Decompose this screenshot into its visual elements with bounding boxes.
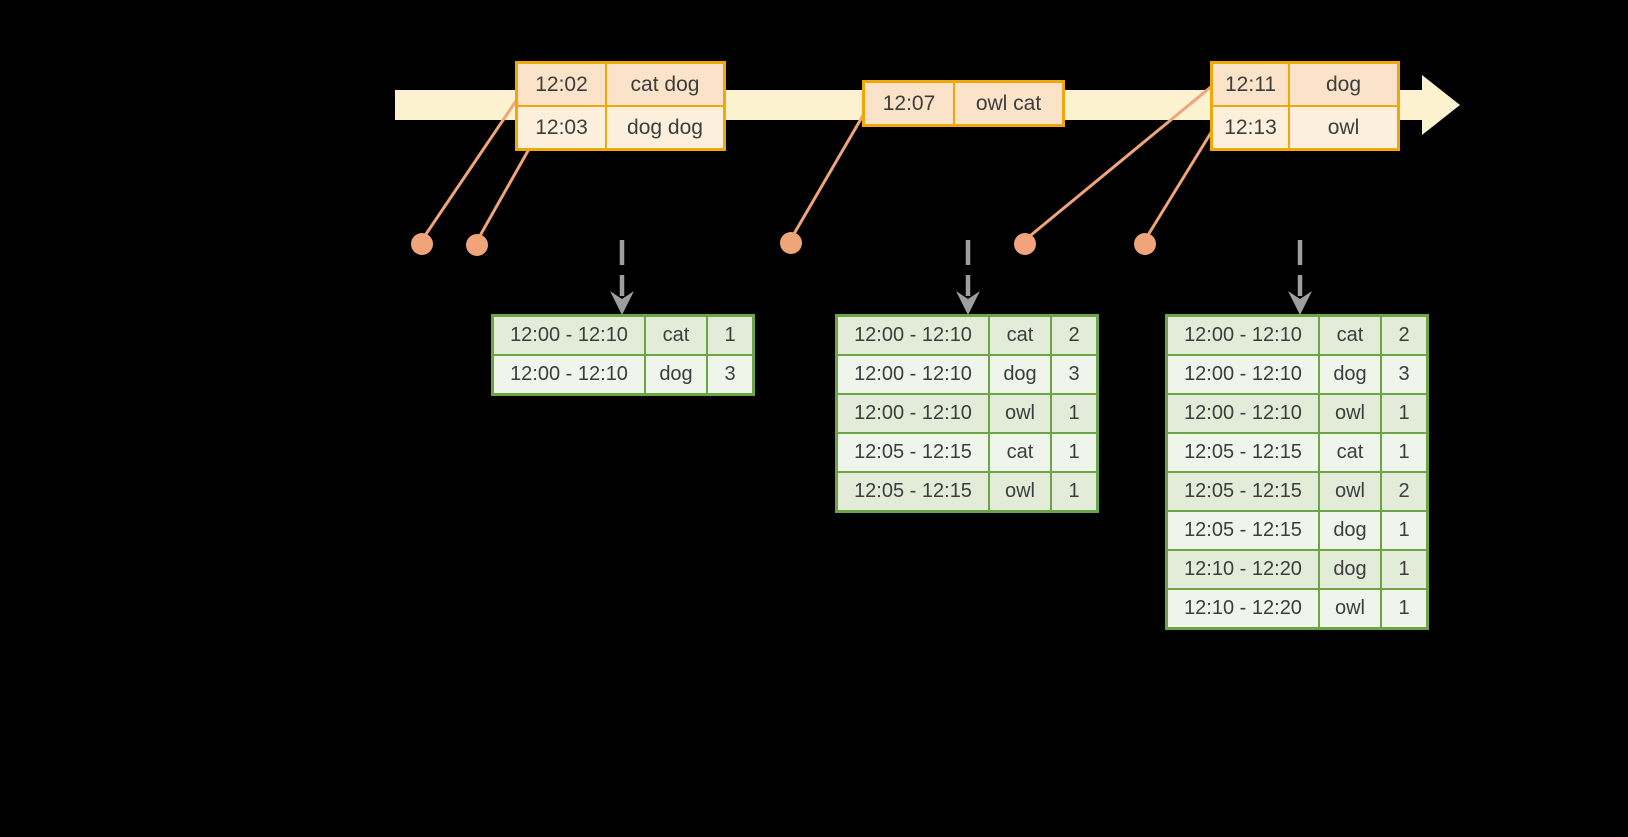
event-row: 12:07 owl cat [865,83,1062,124]
result-table-row: 12:05 - 12:15 cat 1 [838,434,1096,471]
word-cell: owl [990,473,1050,510]
result-table-row: 12:00 - 12:10 owl 1 [1168,395,1426,432]
word-cell: cat [990,317,1050,354]
event-connector-lines [420,84,1214,242]
count-cell: 1 [1052,473,1096,510]
event-time-cell: 12:03 [518,107,605,148]
trigger-arrowhead-icon [610,291,634,315]
event-connector-line [789,111,867,240]
event-time-cell: 12:02 [518,64,605,105]
event-time-cell: 12:07 [865,83,953,124]
count-cell: 3 [1382,356,1426,393]
event-box: 12:07 owl cat [862,80,1065,127]
timeline-arrowhead-icon [1422,75,1460,135]
count-cell: 1 [1382,395,1426,432]
event-dot [1014,233,1036,255]
window-cell: 12:10 - 12:20 [1168,551,1318,588]
count-cell: 2 [1052,317,1096,354]
window-cell: 12:00 - 12:10 [1168,395,1318,432]
window-cell: 12:05 - 12:15 [838,434,988,471]
result-table-row: 12:00 - 12:10 dog 3 [494,356,752,393]
event-words-cell: owl [1290,107,1397,148]
word-cell: owl [990,395,1050,432]
trigger-arrowhead-icon [956,291,980,315]
result-table-row: 12:05 - 12:15 owl 2 [1168,473,1426,510]
event-words-cell: cat dog [607,64,723,105]
window-cell: 12:00 - 12:10 [1168,317,1318,354]
result-table-row: 12:10 - 12:20 owl 1 [1168,590,1426,627]
event-words-cell: dog [1290,64,1397,105]
count-cell: 3 [708,356,752,393]
result-table-row: 12:05 - 12:15 cat 1 [1168,434,1426,471]
word-cell: owl [1320,473,1380,510]
event-row: 12:11 dog [1213,64,1397,105]
window-cell: 12:05 - 12:15 [838,473,988,510]
window-cell: 12:00 - 12:10 [1168,356,1318,393]
window-cell: 12:00 - 12:10 [838,395,988,432]
count-cell: 1 [1052,434,1096,471]
event-row: 12:13 owl [1213,107,1397,148]
trigger-arrowhead-icon [1288,291,1312,315]
event-time-cell: 12:11 [1213,64,1288,105]
count-cell: 1 [1382,434,1426,471]
event-words-cell: owl cat [955,83,1062,124]
word-cell: cat [1320,434,1380,471]
event-row: 12:02 cat dog [518,64,723,105]
count-cell: 2 [1382,317,1426,354]
result-table-row: 12:00 - 12:10 cat 2 [1168,317,1426,354]
result-table-row: 12:00 - 12:10 dog 3 [838,356,1096,393]
event-box: 12:11 dog 12:13 owl [1210,61,1400,151]
count-cell: 1 [1382,590,1426,627]
result-table-row: 12:00 - 12:10 cat 2 [838,317,1096,354]
word-cell: dog [1320,512,1380,549]
result-table: 12:00 - 12:10 cat 1 12:00 - 12:10 dog 3 [491,314,755,396]
window-cell: 12:05 - 12:15 [1168,473,1318,510]
result-table-row: 12:00 - 12:10 dog 3 [1168,356,1426,393]
window-cell: 12:00 - 12:10 [494,356,644,393]
result-table-row: 12:00 - 12:10 owl 1 [838,395,1096,432]
count-cell: 2 [1382,473,1426,510]
result-table-row: 12:05 - 12:15 owl 1 [838,473,1096,510]
event-dot [411,233,433,255]
event-dot [1134,233,1156,255]
result-table-row: 12:10 - 12:20 dog 1 [1168,551,1426,588]
event-box: 12:02 cat dog 12:03 dog dog [515,61,726,151]
event-connector-line [420,97,520,241]
window-cell: 12:10 - 12:20 [1168,590,1318,627]
word-cell: cat [646,317,706,354]
trigger-arrows [610,240,1312,315]
event-dots [411,232,1156,256]
window-cell: 12:05 - 12:15 [1168,434,1318,471]
event-connector-line [1143,130,1214,241]
word-cell: dog [1320,551,1380,588]
count-cell: 1 [708,317,752,354]
word-cell: owl [1320,590,1380,627]
word-cell: cat [1320,317,1380,354]
result-table: 12:00 - 12:10 cat 2 12:00 - 12:10 dog 3 … [835,314,1099,513]
count-cell: 1 [1052,395,1096,432]
event-connector-line [1024,84,1213,242]
count-cell: 3 [1052,356,1096,393]
event-dot [466,234,488,256]
word-cell: dog [646,356,706,393]
result-table-row: 12:05 - 12:15 dog 1 [1168,512,1426,549]
event-dot [780,232,802,254]
count-cell: 1 [1382,551,1426,588]
count-cell: 1 [1382,512,1426,549]
window-cell: 12:00 - 12:10 [838,317,988,354]
window-cell: 12:00 - 12:10 [838,356,988,393]
event-row: 12:03 dog dog [518,107,723,148]
word-cell: dog [990,356,1050,393]
result-table: 12:00 - 12:10 cat 2 12:00 - 12:10 dog 3 … [1165,314,1429,630]
event-time-cell: 12:13 [1213,107,1288,148]
event-connector-line [475,148,531,242]
window-cell: 12:00 - 12:10 [494,317,644,354]
window-cell: 12:05 - 12:15 [1168,512,1318,549]
word-cell: dog [1320,356,1380,393]
result-table-row: 12:00 - 12:10 cat 1 [494,317,752,354]
word-cell: cat [990,434,1050,471]
event-words-cell: dog dog [607,107,723,148]
word-cell: owl [1320,395,1380,432]
